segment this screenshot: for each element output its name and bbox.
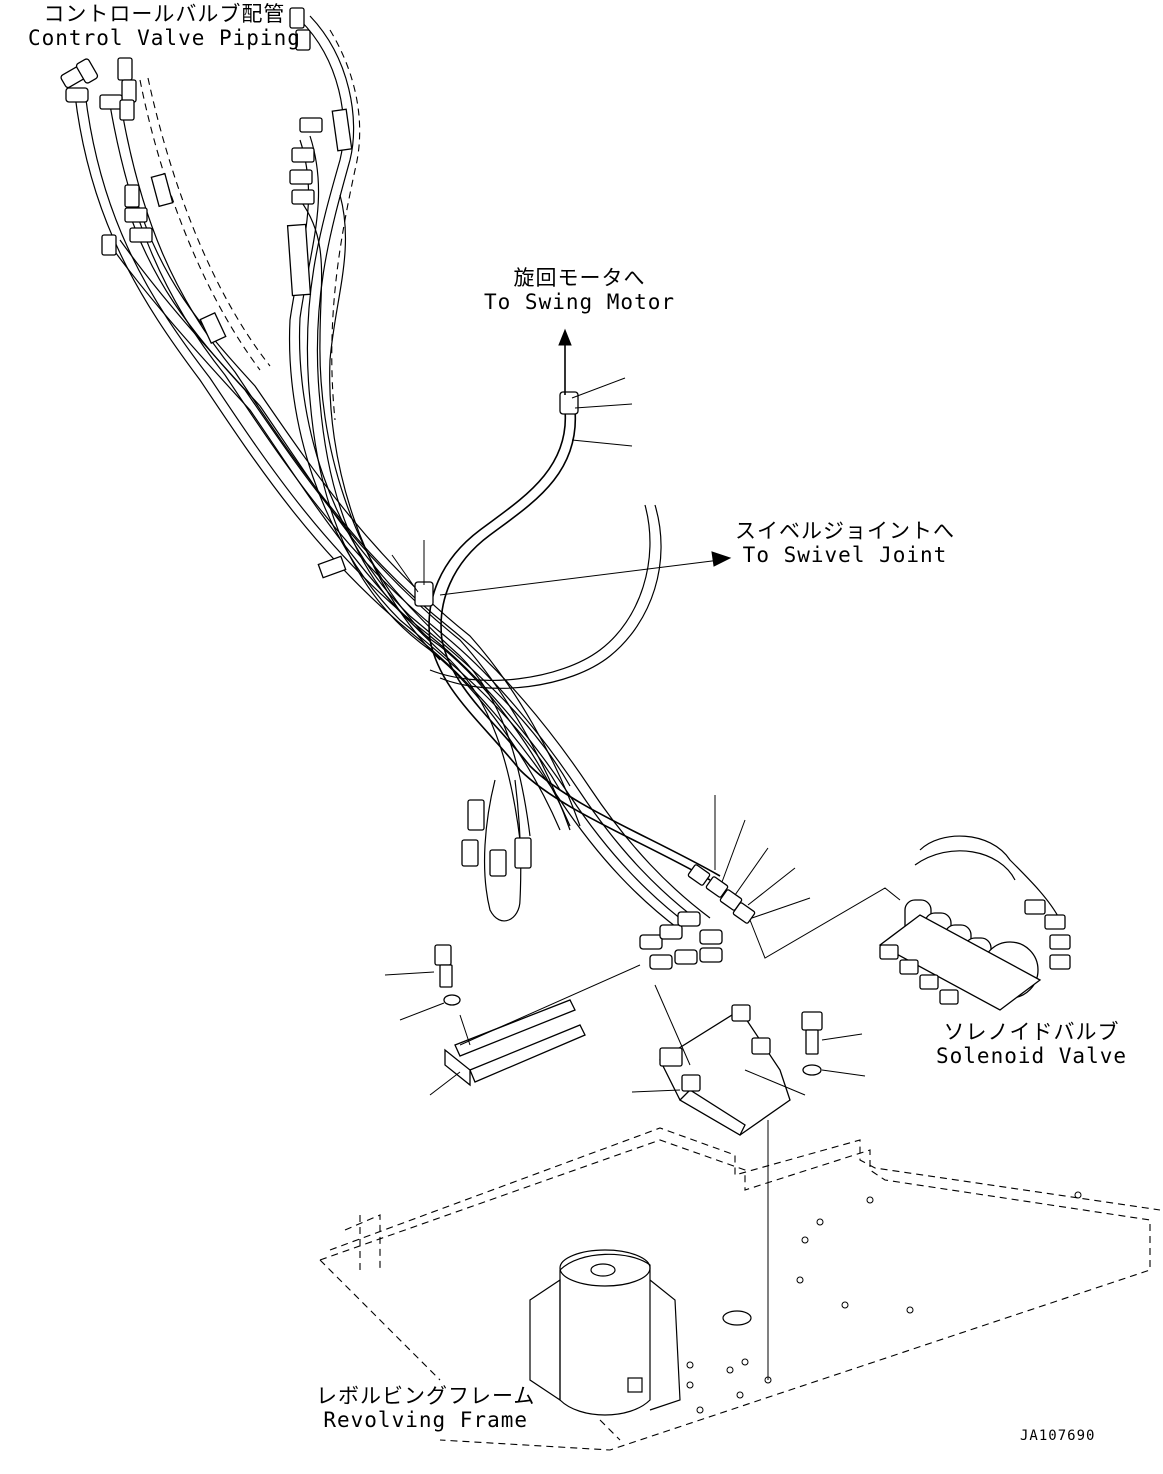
center-fitting-cluster — [461, 779, 901, 970]
label-revolving-frame-jp: レボルビングフレーム — [316, 1384, 536, 1408]
swing-motor-hose — [428, 328, 721, 881]
label-control-valve-piping: コントロールバルブ配管 Control Valve Piping — [28, 2, 301, 50]
label-swivel-joint-jp: スイベルジョイントへ — [735, 519, 955, 543]
label-revolving-frame: レボルビングフレーム Revolving Frame — [316, 1384, 535, 1432]
label-control-valve-piping-jp: コントロールバルブ配管 — [43, 2, 286, 26]
label-solenoid-valve-en: Solenoid Valve — [936, 1044, 1128, 1068]
label-swing-motor: 旋回モータへ To Swing Motor — [484, 266, 675, 314]
label-solenoid-valve: ソレノイドバルブ Solenoid Valve — [936, 1020, 1127, 1068]
swivel-joint-hoses — [391, 504, 732, 689]
label-swing-motor-en: To Swing Motor — [484, 290, 676, 314]
clamp-and-bracket — [384, 944, 866, 1380]
control-valve-hose-bundle — [74, 15, 711, 931]
label-revolving-frame-en: Revolving Frame — [323, 1408, 529, 1432]
revolving-frame-outline — [319, 1127, 1161, 1451]
label-swivel-joint: スイベルジョイントへ To Swivel Joint — [735, 519, 955, 567]
solenoid-valve-assembly — [878, 835, 1071, 1011]
label-solenoid-valve-jp: ソレノイドバルブ — [943, 1020, 1120, 1044]
drawing-code: JA107690 — [1020, 1428, 1096, 1444]
label-control-valve-piping-en: Control Valve Piping — [28, 26, 301, 50]
control-valve-fittings — [60, 7, 323, 256]
label-swivel-joint-en: To Swivel Joint — [742, 543, 948, 567]
label-swing-motor-jp: 旋回モータへ — [513, 266, 646, 290]
